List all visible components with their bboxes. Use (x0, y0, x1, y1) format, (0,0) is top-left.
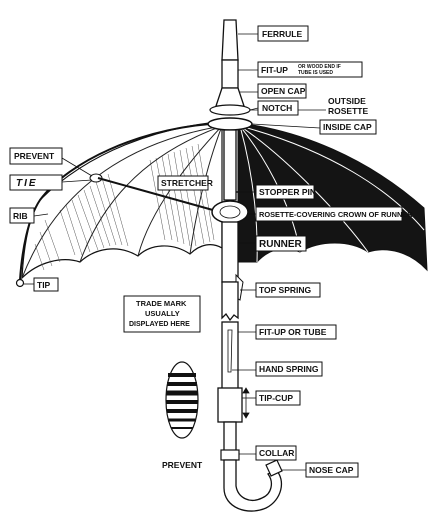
tip-cup-part (218, 388, 242, 422)
label-rosette-crown: ROSETTE-COVERING CROWN OF RUNNER (256, 207, 413, 221)
svg-text:NOTCH: NOTCH (262, 103, 292, 113)
svg-text:ROSETTE: ROSETTE (328, 106, 368, 116)
canopy-light-panel (22, 122, 222, 278)
label-prevent-bottom: PREVENT (162, 460, 203, 470)
svg-text:STOPPER PIN: STOPPER PIN (259, 187, 316, 197)
collar-part (221, 450, 239, 460)
svg-text:TOP SPRING: TOP SPRING (259, 285, 312, 295)
svg-text:NOSE CAP: NOSE CAP (309, 465, 354, 475)
svg-text:PREVENT: PREVENT (14, 151, 55, 161)
svg-text:TRADE MARK: TRADE MARK (136, 299, 187, 308)
runner-part (222, 222, 238, 282)
rib-tip (17, 280, 24, 287)
svg-text:DISPLAYED HERE: DISPLAYED HERE (129, 321, 190, 328)
shaft-break (222, 282, 238, 320)
svg-text:INSIDE CAP: INSIDE CAP (323, 122, 372, 132)
upper-shaft (224, 130, 236, 200)
label-runner: RUNNER (256, 236, 306, 251)
svg-text:RIB: RIB (13, 211, 28, 221)
svg-text:ROSETTE-COVERING CROWN OF RUNN: ROSETTE-COVERING CROWN OF RUNNER (259, 210, 413, 219)
svg-text:HAND SPRING: HAND SPRING (259, 364, 319, 374)
inside-cap-part (208, 118, 252, 130)
prevent-oval (166, 362, 198, 438)
label-prevent-top: PREVENT (10, 148, 62, 164)
label-fit-up-tube: FIT-UP OR TUBE (256, 325, 336, 339)
label-stretcher: STRETCHER (158, 176, 213, 190)
svg-text:USUALLY: USUALLY (145, 309, 180, 318)
label-notch: NOTCH (258, 101, 298, 115)
label-rib: RIB (10, 208, 34, 223)
label-open-cap: OPEN CAP (258, 84, 306, 98)
label-stopper-pin: STOPPER PIN (256, 185, 316, 199)
svg-text:FERRULE: FERRULE (262, 29, 302, 39)
notch-part (210, 105, 250, 115)
label-tip: TIP (34, 278, 58, 291)
ferrule-part (222, 20, 238, 60)
svg-text:OPEN CAP: OPEN CAP (261, 86, 306, 96)
label-collar: COLLAR (256, 446, 296, 460)
svg-text:COLLAR: COLLAR (259, 448, 294, 458)
label-top-spring: TOP SPRING (256, 283, 320, 297)
svg-text:TUBE IS USED: TUBE IS USED (298, 70, 333, 76)
label-hand-spring: HAND SPRING (256, 362, 322, 376)
label-outside-rosette: OUTSIDE ROSETTE (328, 96, 368, 116)
label-trade-mark: TRADE MARK USUALLY DISPLAYED HERE (124, 296, 200, 332)
open-cap-part (216, 88, 244, 106)
tip-cup-arrow (243, 388, 249, 418)
svg-text:FIT-UP: FIT-UP (261, 65, 288, 75)
label-inside-cap: INSIDE CAP (320, 120, 376, 134)
svg-text:FIT-UP OR TUBE: FIT-UP OR TUBE (259, 327, 327, 337)
runner-crown (212, 201, 248, 223)
label-tip-cup: TIP-CUP (256, 391, 300, 405)
svg-text:TIE: TIE (16, 178, 38, 189)
svg-text:OUTSIDE: OUTSIDE (328, 96, 366, 106)
label-nose-cap: NOSE CAP (306, 463, 358, 477)
label-fit-up-top: FIT-UP OR WOOD END IF TUBE IS USED (258, 62, 362, 77)
fit-up-part (222, 60, 238, 88)
label-ferrule: FERRULE (258, 26, 308, 41)
svg-text:STRETCHER: STRETCHER (161, 178, 213, 188)
svg-text:PREVENT: PREVENT (162, 460, 203, 470)
hand-spring-part (228, 330, 232, 372)
svg-text:TIP-CUP: TIP-CUP (259, 393, 293, 403)
svg-text:TIP: TIP (37, 280, 51, 290)
label-tie: TIE (10, 175, 62, 190)
svg-text:RUNNER: RUNNER (259, 239, 303, 250)
